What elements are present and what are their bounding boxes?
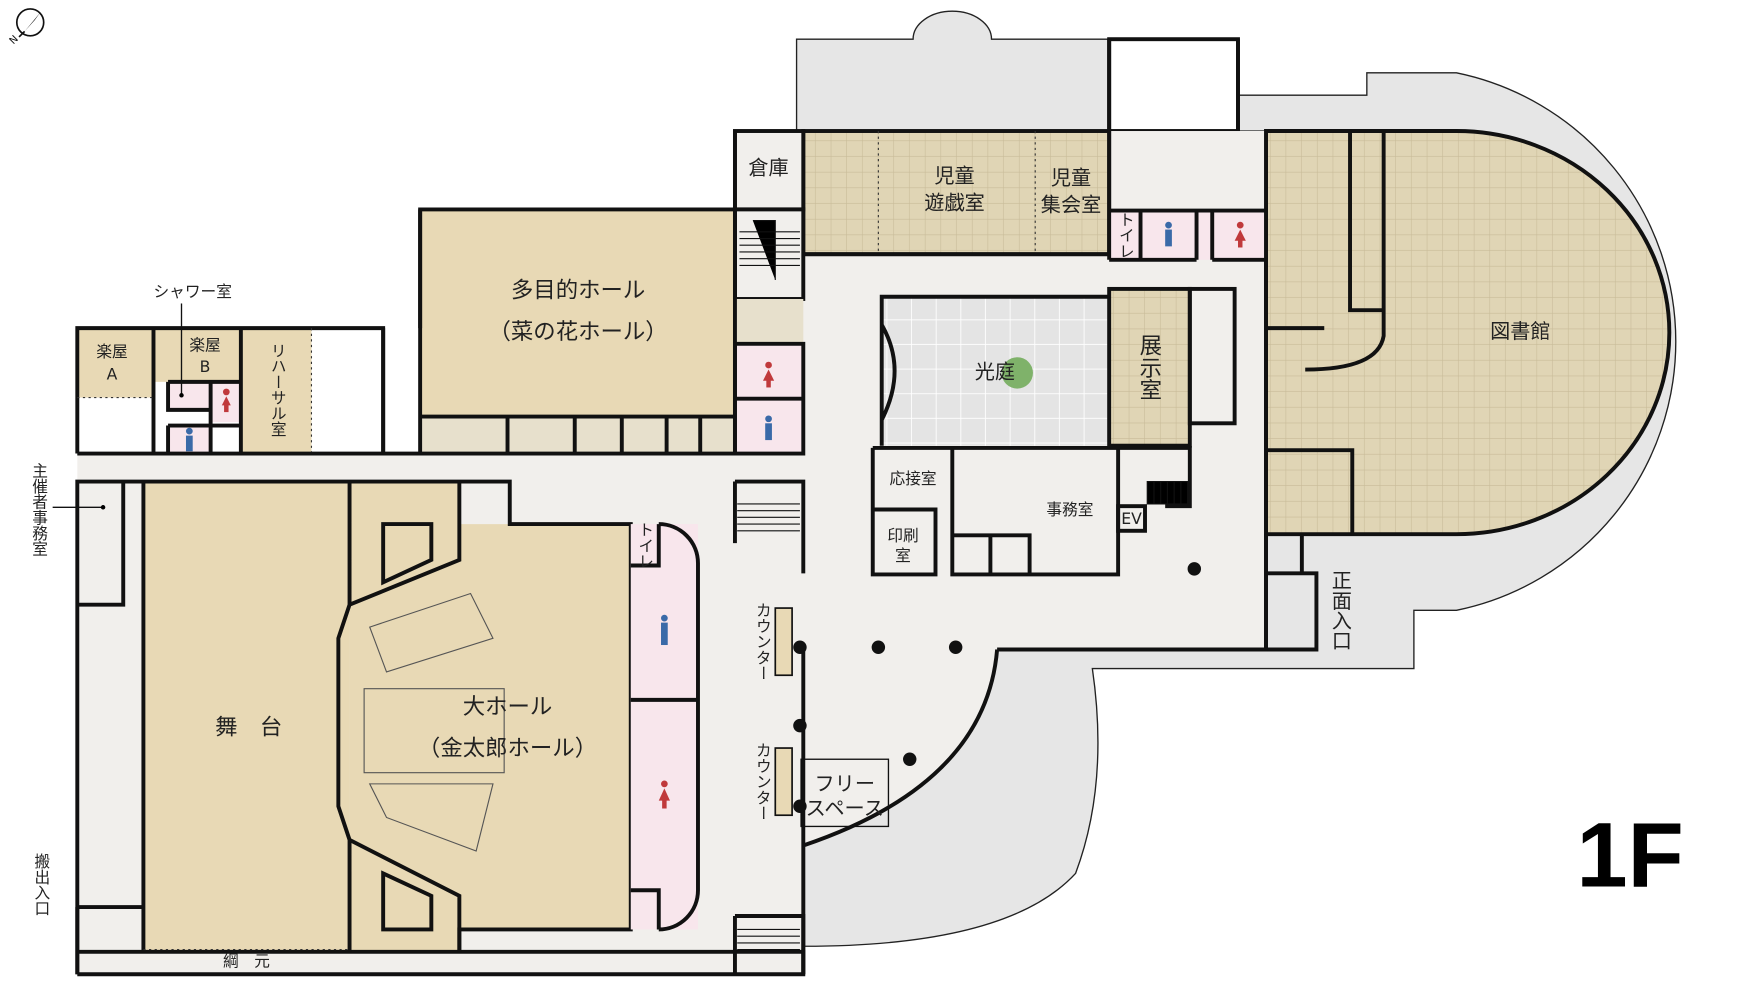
kids-meeting-label-2: 集会室 [1041,193,1101,217]
shower-label: シャワー室 [154,282,232,301]
kids-meeting-label: 児童 [1051,166,1091,190]
toilet-big-hall: トイレ [630,522,700,932]
male-icon [765,415,772,441]
reception-label: 応接室 [890,469,937,488]
seating [363,592,505,852]
toilet-label: トイレ [1116,212,1135,259]
office-label: 事務室 [1046,500,1093,519]
rehearsal-label: リハーサル室 [268,343,287,437]
multipurpose-hall: 多目的ホール （菜の花ホール） [418,207,737,454]
organizer-office-label: 主催者事務室 [30,462,49,556]
main-entrance-label: 正面入口 [1328,570,1352,651]
gakuya-a-label: 楽屋 [96,342,127,361]
stairs-icon [739,220,800,280]
kids-play-label: 児童 [934,163,974,187]
female-icon [1234,221,1246,248]
tsunamoto-label: 綱 元 [223,951,270,970]
columns [793,562,1202,813]
courtyard: 光庭 [879,294,1110,446]
north-arrow-icon: N [8,8,45,47]
printing-label-2: 室 [895,546,911,565]
big-hall: 舞 台 綱 元 大ホール （金太郎ホール） [75,479,806,977]
loading-entrance-label: 搬出入口 [32,853,51,916]
courtyard-label: 光庭 [975,359,1015,383]
library: 図書館 [1264,129,1672,537]
floor-label: 1F [1577,805,1684,907]
big-hall-label: 大ホール [463,694,553,720]
gakuya-a-label-2: A [107,365,118,384]
female-icon [762,361,775,388]
toilet-label-2: トイレ [636,522,655,569]
tree-icon [1001,357,1033,389]
gakuya-b-label: 楽屋 [189,336,220,355]
toilet-top-right: トイレ [1109,208,1267,262]
kids-play-label-2: 遊戯室 [924,190,984,214]
exhibition-label: 展示室 [1136,334,1162,401]
printing-label: 印刷 [887,526,918,545]
elevator-label: EV [1121,509,1142,528]
library-label: 図書館 [1490,319,1550,343]
free-space-label-2: スペース [806,796,884,820]
counter-label-2: カウンター [753,742,772,820]
storage-label: 倉庫 [748,156,788,180]
north-letter: N [8,34,21,47]
male-icon [185,427,193,452]
male-icon [661,614,668,646]
kids-rooms: 児童 遊戯室 児童 集会室 [801,129,1112,257]
male-icon [1165,221,1172,247]
gakuya-b-label-2: B [200,357,211,376]
stage-label: 舞 台 [215,714,282,740]
stairs-icon [1146,480,1189,505]
free-space-label: フリー [815,771,875,795]
female-icon [221,388,231,413]
multi-hall-label: 多目的ホール [511,278,645,304]
female-icon [658,780,670,809]
left-wing: 楽屋 A 楽屋 B リハーサル室 シャワー室 [75,282,386,454]
multi-hall-label-2: （菜の花ホール） [489,319,668,345]
big-hall-label-2: （金太郎ホール） [418,736,597,762]
counter-label: カウンター [753,602,772,680]
office-block: 応接室 印刷 室 事務室 EV [870,445,1192,577]
